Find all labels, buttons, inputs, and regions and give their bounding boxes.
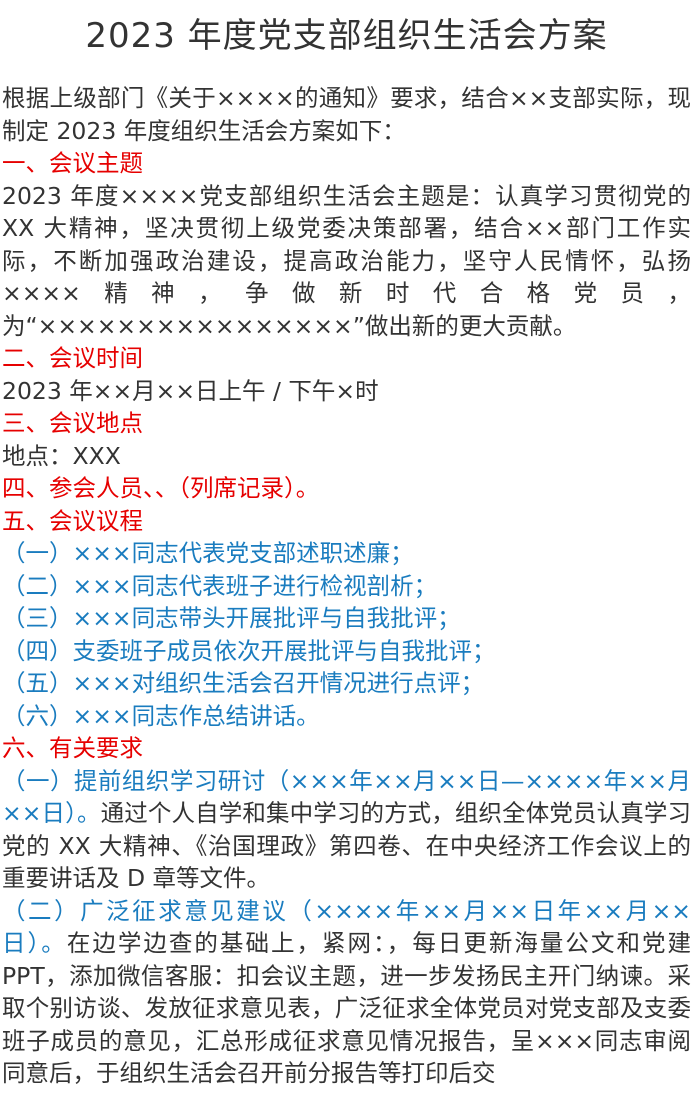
requirement-paragraph-2: （二）广泛征求意见建议（××××年××月××日年××月××日）。在边学边查的基础… (2, 895, 691, 1090)
theme-paragraph: 2023 年度××××党支部组织生活会主题是：认真学习贯彻党的 XX 大精神，坚… (2, 181, 691, 340)
requirement-body-2: 在边学边查的基础上，紧网：，每日更新海量公文和党建 PPT，添加微信客服：扣会议… (2, 929, 692, 1087)
intro-paragraph: 根据上级部门《关于××××的通知》要求，结合××支部实际，现制定 2023 年度… (2, 84, 691, 145)
section-heading-theme: 一、会议主题 (2, 149, 143, 177)
agenda-item: （三）×××同志带头开展批评与自我批评； (2, 604, 461, 632)
requirement-body-1: 通过个人自学和集中学习的方式，组织全体党员认真学习党的 XX 大精神、《治国理政… (2, 799, 692, 892)
time-paragraph: 2023 年××月××日上午 / 下午×时 (2, 376, 379, 405)
agenda-item: （五）×××对组织生活会召开情况进行点评； (2, 669, 485, 697)
section-heading-requirements: 六、有关要求 (2, 734, 143, 762)
agenda-item: （六）×××同志作总结讲话。 (2, 701, 320, 730)
requirement-subheading-1: （一）提前组织学习研讨（×××年××月××日—××××年××月××日）。 (2, 766, 691, 828)
section-heading-location: 三、会议地点 (2, 409, 143, 437)
section-heading-time: 二、会议时间 (2, 344, 143, 372)
agenda-item: （二）×××同志代表班子进行检视剖析； (2, 571, 438, 600)
agenda-item: （一）×××同志代表党支部述职述廉； (2, 539, 414, 567)
requirement-paragraph-1: （一）提前组织学习研讨（×××年××月××日—××××年××月××日）。通过个人… (2, 765, 691, 895)
document-body: 根据上级部门《关于××××的通知》要求，结合××支部实际，现制定 2023 年度… (0, 82, 693, 1090)
section-heading-attendees: 四、参会人员、、（列席记录）。 (2, 474, 320, 502)
location-paragraph: 地点：XXX (2, 441, 121, 470)
document-title: 2023 年度党支部组织生活会方案 (85, 16, 608, 56)
agenda-item: （四）支委班子成员依次开展批评与自我批评； (2, 636, 496, 665)
section-heading-agenda: 五、会议议程 (2, 506, 143, 535)
requirement-subheading-2: （二）广泛征求意见建议（××××年××月××日年××月××日）。 (2, 896, 691, 958)
